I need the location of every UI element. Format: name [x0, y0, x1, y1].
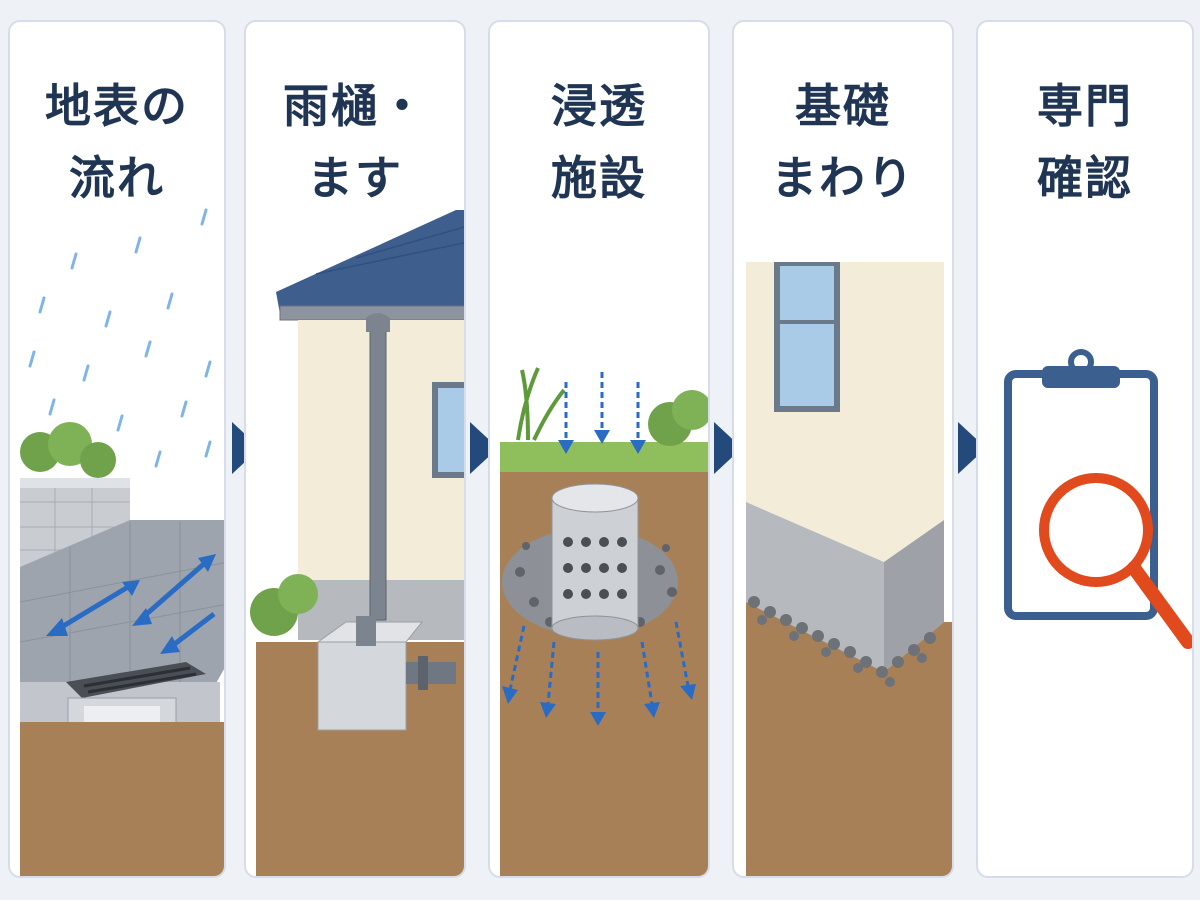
- panel-title: 専門 確認: [978, 70, 1192, 214]
- panel-title-line: 専門: [1037, 79, 1133, 133]
- downspout-icon: [366, 313, 390, 621]
- shrub: [250, 574, 318, 636]
- panel-expert-inspection: 専門 確認: [976, 20, 1194, 878]
- panel-title: 地表の 流れ: [10, 70, 224, 214]
- grass-tuft: [516, 367, 566, 441]
- panel-title-line: ます: [307, 151, 403, 205]
- panel-infiltration-facility: 浸透 施設: [488, 20, 710, 878]
- rainwater-basin: [316, 616, 456, 731]
- gutter-basin-illustration: [250, 210, 464, 876]
- panel-title-line: 雨樋・: [283, 79, 427, 133]
- gravel-bed: [748, 596, 936, 687]
- paving: [20, 520, 224, 712]
- panel-gutter-basin: 雨樋・ ます: [244, 20, 466, 878]
- panel-title: 雨樋・ ます: [246, 70, 464, 214]
- rain-icon: [28, 208, 212, 468]
- surface-flow-illustration: [19, 208, 224, 876]
- panel-foundation-surroundings: 基礎 まわり: [732, 20, 954, 878]
- panel-title-line: まわり: [771, 151, 915, 205]
- soil: [746, 602, 952, 876]
- flow-arrow-icon: [558, 372, 646, 454]
- shrub: [20, 422, 116, 478]
- panel-title-line: 浸透: [551, 79, 647, 133]
- panel-title-line: 施設: [551, 151, 647, 205]
- foundation-surroundings-illustration: [746, 262, 952, 876]
- panel-title: 基礎 まわり: [734, 70, 952, 214]
- expert-inspection-illustration: [1004, 349, 1192, 649]
- clipboard-icon: [1004, 349, 1158, 620]
- panel-title-line: 基礎: [795, 79, 891, 133]
- connector-arrow-icon: [958, 422, 986, 474]
- shrub: [648, 390, 708, 446]
- magnifier-icon: [1039, 473, 1192, 649]
- panel-title-line: 流れ: [69, 151, 165, 205]
- panel-title: 浸透 施設: [490, 70, 708, 214]
- perforated-pipe-icon: [551, 483, 639, 641]
- soil: [20, 722, 224, 876]
- panel-surface-flow: 地表の 流れ: [8, 20, 226, 878]
- connector-arrow-icon: [714, 422, 742, 474]
- panel-title-line: 地表の: [45, 79, 189, 133]
- flow-arrow-icon: [46, 554, 216, 654]
- foundation: [746, 502, 884, 672]
- flow-arrow-icon: [502, 621, 696, 726]
- infiltration-facility-illustration: [500, 367, 708, 876]
- grass: [500, 442, 708, 472]
- panel-title-line: 確認: [1037, 151, 1133, 205]
- connector-arrow-icon: [470, 422, 498, 474]
